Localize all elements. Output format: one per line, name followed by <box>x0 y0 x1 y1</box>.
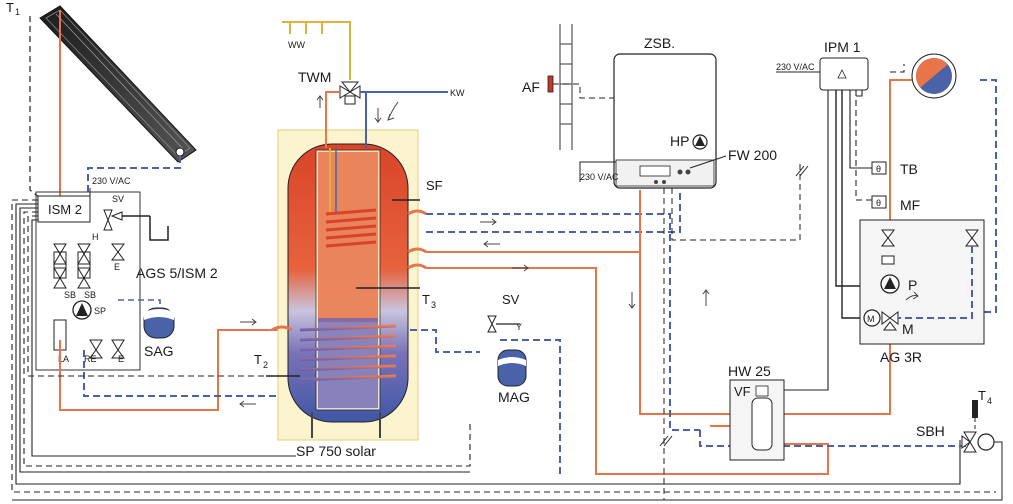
mf-label: MF <box>900 197 920 213</box>
sf-label: SF <box>426 178 443 193</box>
h-label: H <box>92 232 99 242</box>
y-label: Y <box>516 322 522 332</box>
sag-vessel-icon <box>143 307 175 339</box>
solar-flow-to-tank <box>59 329 290 411</box>
e-bottom-label: E <box>118 354 124 364</box>
m-label: M <box>902 321 914 337</box>
tb-label: TB <box>900 161 918 177</box>
t4-label: T <box>978 388 986 403</box>
hw25-label: HW 25 <box>728 363 771 379</box>
building-wall-icon <box>559 24 573 150</box>
t4-sub-label: 4 <box>987 396 992 406</box>
zsb-label: ZSB. <box>644 35 675 51</box>
ism-module-box <box>37 195 91 223</box>
ism-module-label: ISM 2 <box>48 202 82 217</box>
storage-tank <box>287 143 409 438</box>
af-label: AF <box>522 79 540 95</box>
t3-label: T <box>422 292 430 307</box>
ags-label: AGS 5/ISM 2 <box>136 265 218 281</box>
safety-valve-mag-icon <box>487 315 520 333</box>
mf-sensor-icon: θ <box>871 195 887 209</box>
ww-distribution-icon <box>282 21 351 80</box>
ags-station-box <box>35 191 141 371</box>
ag3r-mixer-icon: M <box>863 309 899 331</box>
sbh-valve-icon <box>961 431 995 453</box>
solar-return-from-tank <box>83 350 290 397</box>
ag3r-valves-icon <box>881 229 979 265</box>
storage-label: SP 750 solar <box>296 443 376 459</box>
svg-text:M: M <box>867 314 875 324</box>
ism-voltage-label: 230 V/AC <box>92 176 131 186</box>
hp-label: HP <box>670 133 689 149</box>
sbh-label: SBH <box>916 423 945 439</box>
t4-sensor-icon <box>972 400 978 418</box>
twm-mixer-icon <box>339 81 361 105</box>
zsb-power-line <box>579 161 616 182</box>
fw200-pointer <box>689 155 727 169</box>
ags-valves-icon <box>53 243 125 359</box>
tank-connections <box>271 209 427 332</box>
twm-hot-supply <box>325 91 340 148</box>
heating-circuit-icon <box>911 53 957 99</box>
safety-valve-ism-icon <box>103 209 169 241</box>
ipm-label: IPM 1 <box>824 39 861 55</box>
sbh-control-line <box>12 441 1003 501</box>
af-line <box>553 83 614 99</box>
hw25-separator-icon <box>751 385 773 451</box>
ag3r-flow-arrow <box>905 291 919 301</box>
cable-break-marks <box>659 165 809 447</box>
ipm-module <box>819 57 869 91</box>
sag-label: SAG <box>144 343 174 359</box>
solar-collector <box>39 5 197 163</box>
ag3r-box <box>859 219 985 345</box>
p-label: P <box>908 277 917 293</box>
solar-pump-icon <box>72 300 92 320</box>
re-label: RE <box>84 354 97 364</box>
ipm-voltage-label: 230 V/AC <box>776 62 815 72</box>
collector-return-pipe <box>87 156 181 196</box>
sp-label: SP <box>94 306 106 316</box>
sv-ism-label: SV <box>112 194 124 204</box>
vf-label: VF <box>734 384 751 399</box>
twm-label: TWM <box>298 69 331 85</box>
ag3r-inner-pipe <box>898 246 973 319</box>
t1-label: T <box>6 0 14 15</box>
ag3r-pump-icon <box>880 274 900 294</box>
t2-label: T <box>254 352 262 367</box>
t1-sub-label: 1 <box>15 7 20 17</box>
ag3r-label: AG 3R <box>880 349 922 365</box>
sag-connection <box>118 299 161 308</box>
svg-text:θ: θ <box>876 164 881 174</box>
sv-mag-label: SV <box>502 292 520 307</box>
t2-sub-label: 2 <box>263 360 268 370</box>
boiler-zsb <box>613 53 717 189</box>
zsb-voltage-label: 230 V/AC <box>580 172 619 182</box>
ww-label: WW <box>288 40 305 50</box>
sb-left-label: SB <box>64 290 76 300</box>
tb-sensor-icon: θ <box>871 161 887 175</box>
mag-label: MAG <box>498 389 530 405</box>
mag-vessel-icon <box>497 349 527 387</box>
t1-sensor-line <box>29 16 41 199</box>
sb-right-label: SB <box>84 290 96 300</box>
la-label: LA <box>58 354 69 364</box>
af-sensor-icon <box>547 75 554 93</box>
boiler-pump-icon <box>692 134 708 150</box>
control-wiring-left <box>11 199 996 493</box>
e-top-label: E <box>114 262 120 272</box>
flow-arrows-twm <box>316 95 399 123</box>
svg-text:θ: θ <box>876 198 881 208</box>
t3-sub-label: 3 <box>431 300 436 310</box>
zsb-control-line <box>671 160 801 241</box>
fw200-label: FW 200 <box>728 147 777 163</box>
flow-direction-arrows <box>239 218 710 408</box>
kw-label: KW <box>450 88 465 98</box>
